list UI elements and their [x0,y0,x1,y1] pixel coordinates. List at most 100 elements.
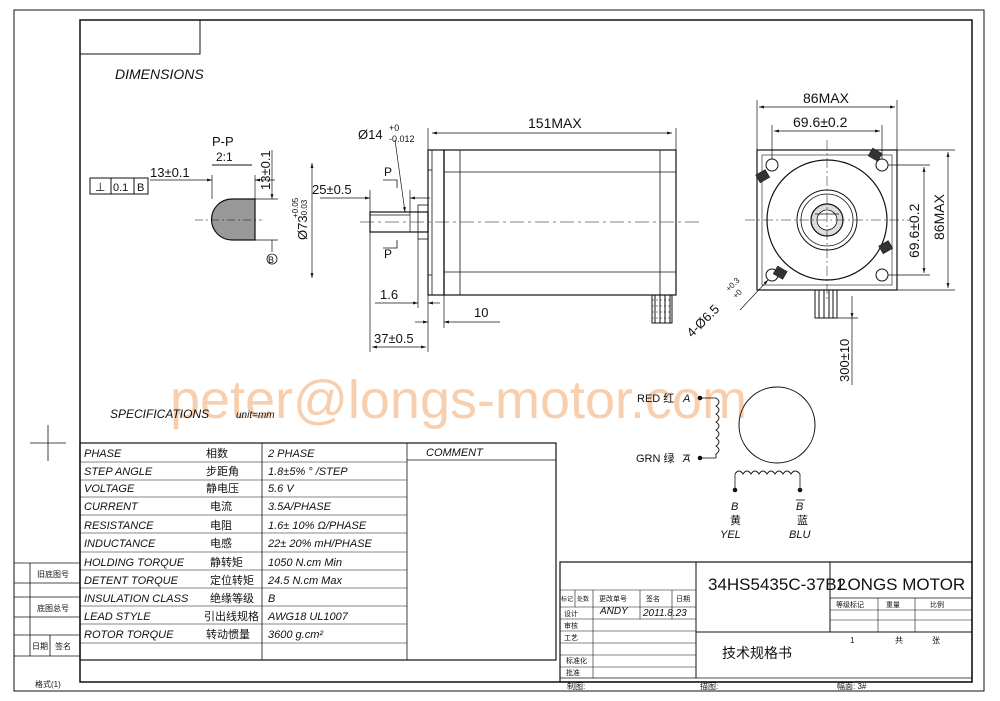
tb-total: 共 [895,636,903,645]
pilot-dia-tol-top: +0.05 [291,197,300,218]
svg-text:ROTOR TORQUE: ROTOR TORQUE [84,629,174,641]
side-view [310,128,700,352]
svg-text:电感: 电感 [210,537,232,550]
hole-spacing-h-dim: 69.6±0.2 [793,114,848,130]
drawing-title: DIMENSIONS [115,66,204,82]
svg-text:3600 g.cm²: 3600 g.cm² [268,629,323,641]
svg-text:RESISTANCE: RESISTANCE [84,520,154,532]
section-mark-bottom: P [384,247,392,261]
tb-approve: 批准 [566,668,580,677]
wire-red-label: RED 红 [637,392,674,405]
tb-process: 工艺 [564,634,578,642]
spec-row: PHASE 相数 2 PHASE [84,447,315,460]
flat-height-dim: 13±0.1 [258,150,273,190]
svg-text:绝缘等级: 绝缘等级 [210,591,254,605]
wire-yellow-label: YEL [720,529,741,541]
left-base-no: 底图总号 [37,603,69,613]
tb-stage-mark: 等级标记 [836,600,864,609]
pilot-dia-dim: Ø73 [295,215,310,240]
spec-row: INSULATION CLASS 绝缘等级 B [84,591,275,605]
svg-text:5.6 V: 5.6 V [268,483,295,495]
wire-b-label: B [731,501,738,513]
wire-b-bar-label: B [796,501,803,513]
shaft-length-dim: 37±0.5 [374,331,414,346]
tb-traced: 描图: [700,681,718,691]
left-date: 日期 [32,642,48,651]
section-scale: 2:1 [216,150,233,164]
svg-text:B: B [268,593,275,605]
title-block [559,561,973,683]
spec-row: CURRENT 电流 3.5A/PHASE [84,499,332,513]
shaft-dia-tol-bottom: -0.012 [389,134,415,144]
shaft-dia-dim: Ø14 [358,127,383,142]
svg-text:PHASE: PHASE [84,448,122,460]
tb-change-no: 更改单号 [599,594,627,603]
shaft-dia-tol-top: +0 [389,123,399,133]
shaft-section-view [89,150,278,265]
wire-a-label: A [682,393,690,405]
spec-row: VOLTAGE 静电压 5.6 V [84,481,295,495]
tb-sheet-num: 1 [850,636,855,645]
tol-frame-symbol: ⊥ [95,180,105,194]
tol-frame-value: 0.1 [113,182,128,194]
wire-grn-label: GRN 绿 [636,451,675,465]
left-strip [14,562,80,657]
spec-row: RESISTANCE 电阻 1.6± 10% Ω/PHASE [84,519,367,532]
crosshair [30,425,66,461]
height-max-dim: 86MAX [931,193,947,240]
wire-yellow-cn: 黄 [730,513,741,527]
svg-text:静电压: 静电压 [206,481,239,495]
svg-text:3.5A/PHASE: 3.5A/PHASE [268,501,332,513]
wire-blue-label: BLU [789,529,810,541]
flat-length-dim: 25±0.5 [312,182,352,197]
tb-date: 日期 [676,595,690,603]
tb-mark: 标记 [561,595,573,603]
spec-row: INDUCTANCE 电感 22± 20% mH/PHASE [84,537,373,550]
svg-text:24.5 N.cm Max: 24.5 N.cm Max [267,575,342,587]
pilot-depth-dim: 1.6 [380,287,398,302]
tb-qty: 处数 [577,595,589,603]
wiring-diagram [683,386,816,501]
comment-header: COMMENT [426,447,484,459]
tb-model: 34HS5435C-37B2 [708,575,846,594]
tb-sign: 签名 [646,594,660,603]
front-view [739,100,955,385]
tb-ratio: 比例 [930,600,944,609]
datum-b-label: B [268,255,274,265]
left-old-drawing: 旧底图号 [37,569,69,579]
wire-blue-cn: 蓝 [797,514,808,527]
svg-text:HOLDING TORQUE: HOLDING TORQUE [84,557,185,569]
pilot-dia-tol-bottom: -0.03 [300,199,309,218]
specs-title: SPECIFICATIONS [110,407,209,421]
svg-text:STEP ANGLE: STEP ANGLE [84,466,153,478]
tb-weight: 重量 [886,601,900,609]
svg-text:1.8±5% ° /STEP: 1.8±5% ° /STEP [268,466,348,478]
spec-row: ROTOR TORQUE 转动惯量 3600 g.cm² [84,627,323,641]
spec-row: LEAD STYLE 引出线规格 AWG18 UL1007 [84,609,349,623]
svg-text:1.6± 10% Ω/PHASE: 1.6± 10% Ω/PHASE [268,520,367,532]
left-format: 格式(1) [35,679,61,689]
width-max-dim: 86MAX [803,90,850,106]
tb-design-date: 2011.8.23 [642,608,687,619]
sheet-frame [13,9,985,692]
tb-doc-title: 技术规格书 [722,645,792,661]
flat-width-dim: 13±0.1 [150,165,190,180]
svg-text:LEAD STYLE: LEAD STYLE [84,611,151,623]
svg-text:静转矩: 静转矩 [210,555,243,569]
svg-text:步距角: 步距角 [206,465,239,478]
body-length-dim: 151MAX [528,115,582,131]
svg-text:DETENT TORQUE: DETENT TORQUE [84,575,179,587]
lead-length-dim: 300±10 [837,339,852,382]
svg-text:CURRENT: CURRENT [84,501,139,513]
wire-a-bar-label: A [682,453,690,465]
hole-spacing-v-dim: 69.6±0.2 [906,203,922,258]
tb-size: 幅面: 3# [837,681,867,691]
section-mark-top: P [384,165,392,179]
tol-frame-datum: B [137,182,144,194]
svg-text:相数: 相数 [206,447,228,460]
tb-company: LONGS MOTOR [838,575,965,594]
svg-text:INDUCTANCE: INDUCTANCE [84,538,156,550]
svg-text:电阻: 电阻 [210,519,232,532]
tb-design: 设计 [564,609,578,618]
